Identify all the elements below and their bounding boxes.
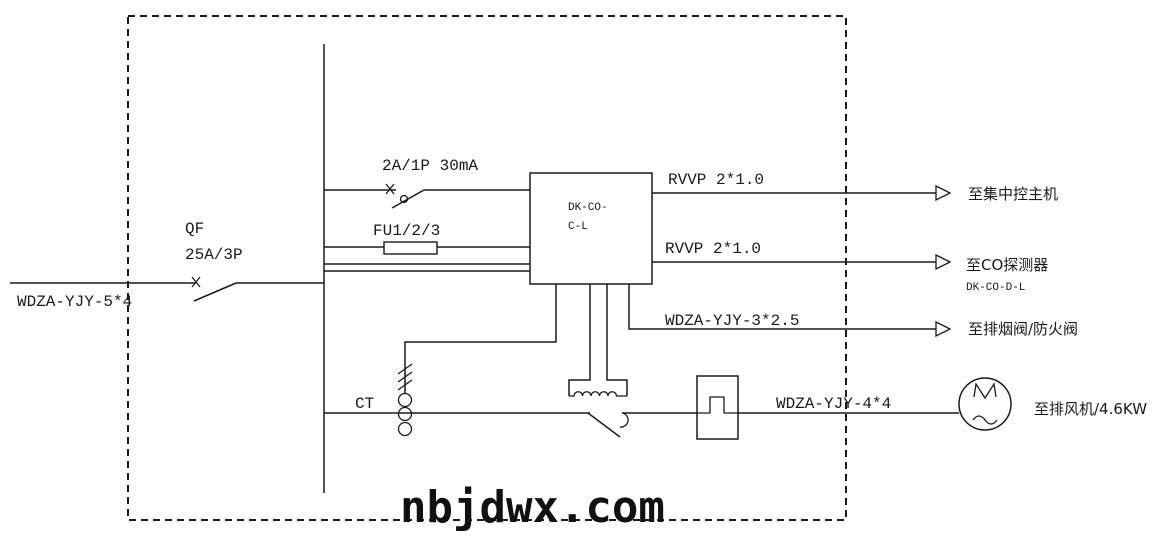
rcd-branch — [324, 183, 530, 209]
ct-label: CT — [355, 395, 374, 413]
controller-label-line1: DK-CO- — [568, 202, 608, 214]
rcd-rating-label: 2A/1P 30mA — [382, 157, 478, 175]
output-3-cable: WDZA-YJY-3*2.5 — [665, 312, 799, 330]
watermark: nbjdwx.com — [400, 482, 665, 533]
output-1-destination: 至集中控主机 — [968, 185, 1058, 203]
current-transformer — [397, 392, 413, 437]
incoming-cable-label: WDZA-YJY-5*4 — [17, 293, 132, 311]
output-4-destination: 至排风机/4.6KW — [1034, 400, 1147, 418]
output-3-destination: 至排烟阀/防火阀 — [968, 320, 1078, 338]
fuse-label: FU1/2/3 — [373, 222, 440, 240]
contactor-hook — [619, 412, 629, 428]
main-breaker-rating: 25A/3P — [185, 246, 243, 264]
controller-box — [529, 172, 653, 285]
thermal-relay-symbol — [697, 396, 738, 414]
contactor-blade — [587, 412, 621, 438]
output-4-cable: WDZA-YJY-4*4 — [776, 395, 891, 413]
breaker-x-mark — [191, 276, 201, 288]
output-2-note: DK-CO-D-L — [966, 282, 1025, 294]
ct-control-wire — [404, 284, 557, 394]
thermal-relay-box — [696, 375, 739, 440]
fuse-symbol — [383, 241, 438, 255]
fuse-branch — [324, 241, 530, 272]
coil-wire-left — [568, 284, 591, 396]
output-line-3 — [628, 284, 950, 329]
output-2-destination: 至CO探测器 — [966, 256, 1048, 274]
ct-wire-slashes — [397, 363, 413, 391]
contactor-coil — [569, 391, 627, 397]
controller-label-line2: C-L — [568, 221, 588, 233]
coil-wire-right — [606, 284, 628, 396]
cabinet-enclosure — [127, 15, 847, 521]
output-1-cable: RVVP 2*1.0 — [668, 171, 764, 189]
incoming-feeder — [10, 276, 324, 302]
main-breaker-name: QF — [185, 220, 204, 238]
fan-motor-icon — [958, 377, 1012, 431]
output-2-cable: RVVP 2*1.0 — [665, 240, 761, 258]
